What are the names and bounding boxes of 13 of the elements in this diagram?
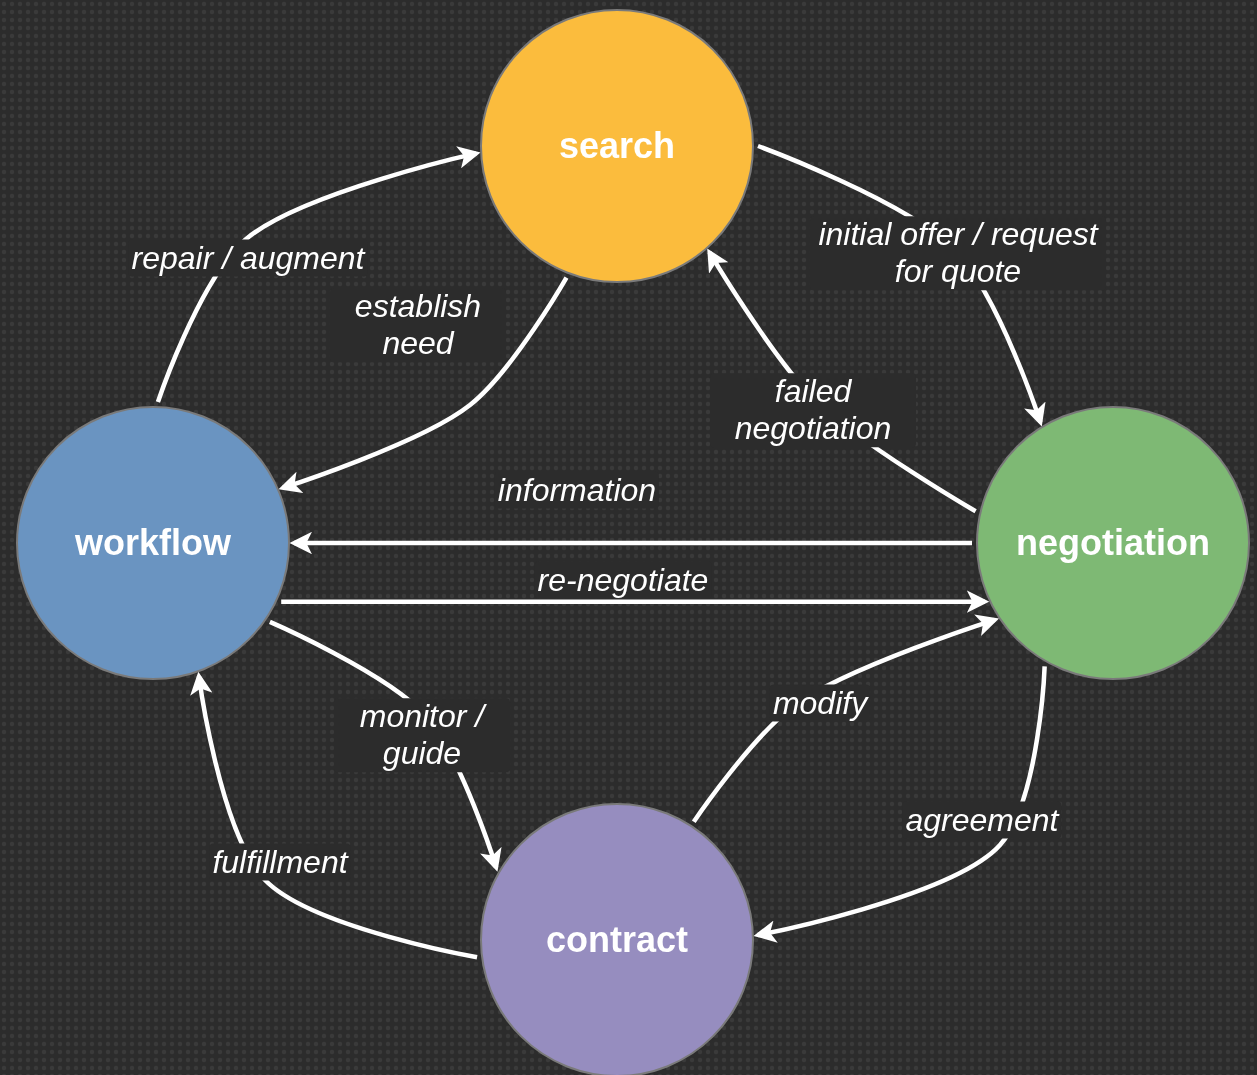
arrow (155, 146, 481, 403)
arrow (190, 671, 478, 960)
edge-label: modify (769, 684, 871, 722)
node-label: negotiation (1016, 522, 1210, 564)
node-label: search (558, 125, 676, 167)
arrow (289, 531, 972, 555)
arrow (281, 590, 990, 613)
node-label: contract (546, 919, 688, 961)
edge-label: fulfillment (209, 843, 351, 881)
edge-label: repair / augment (128, 239, 368, 277)
arrow (753, 666, 1047, 943)
arrow (278, 276, 569, 494)
node-label: workflow (75, 522, 231, 564)
